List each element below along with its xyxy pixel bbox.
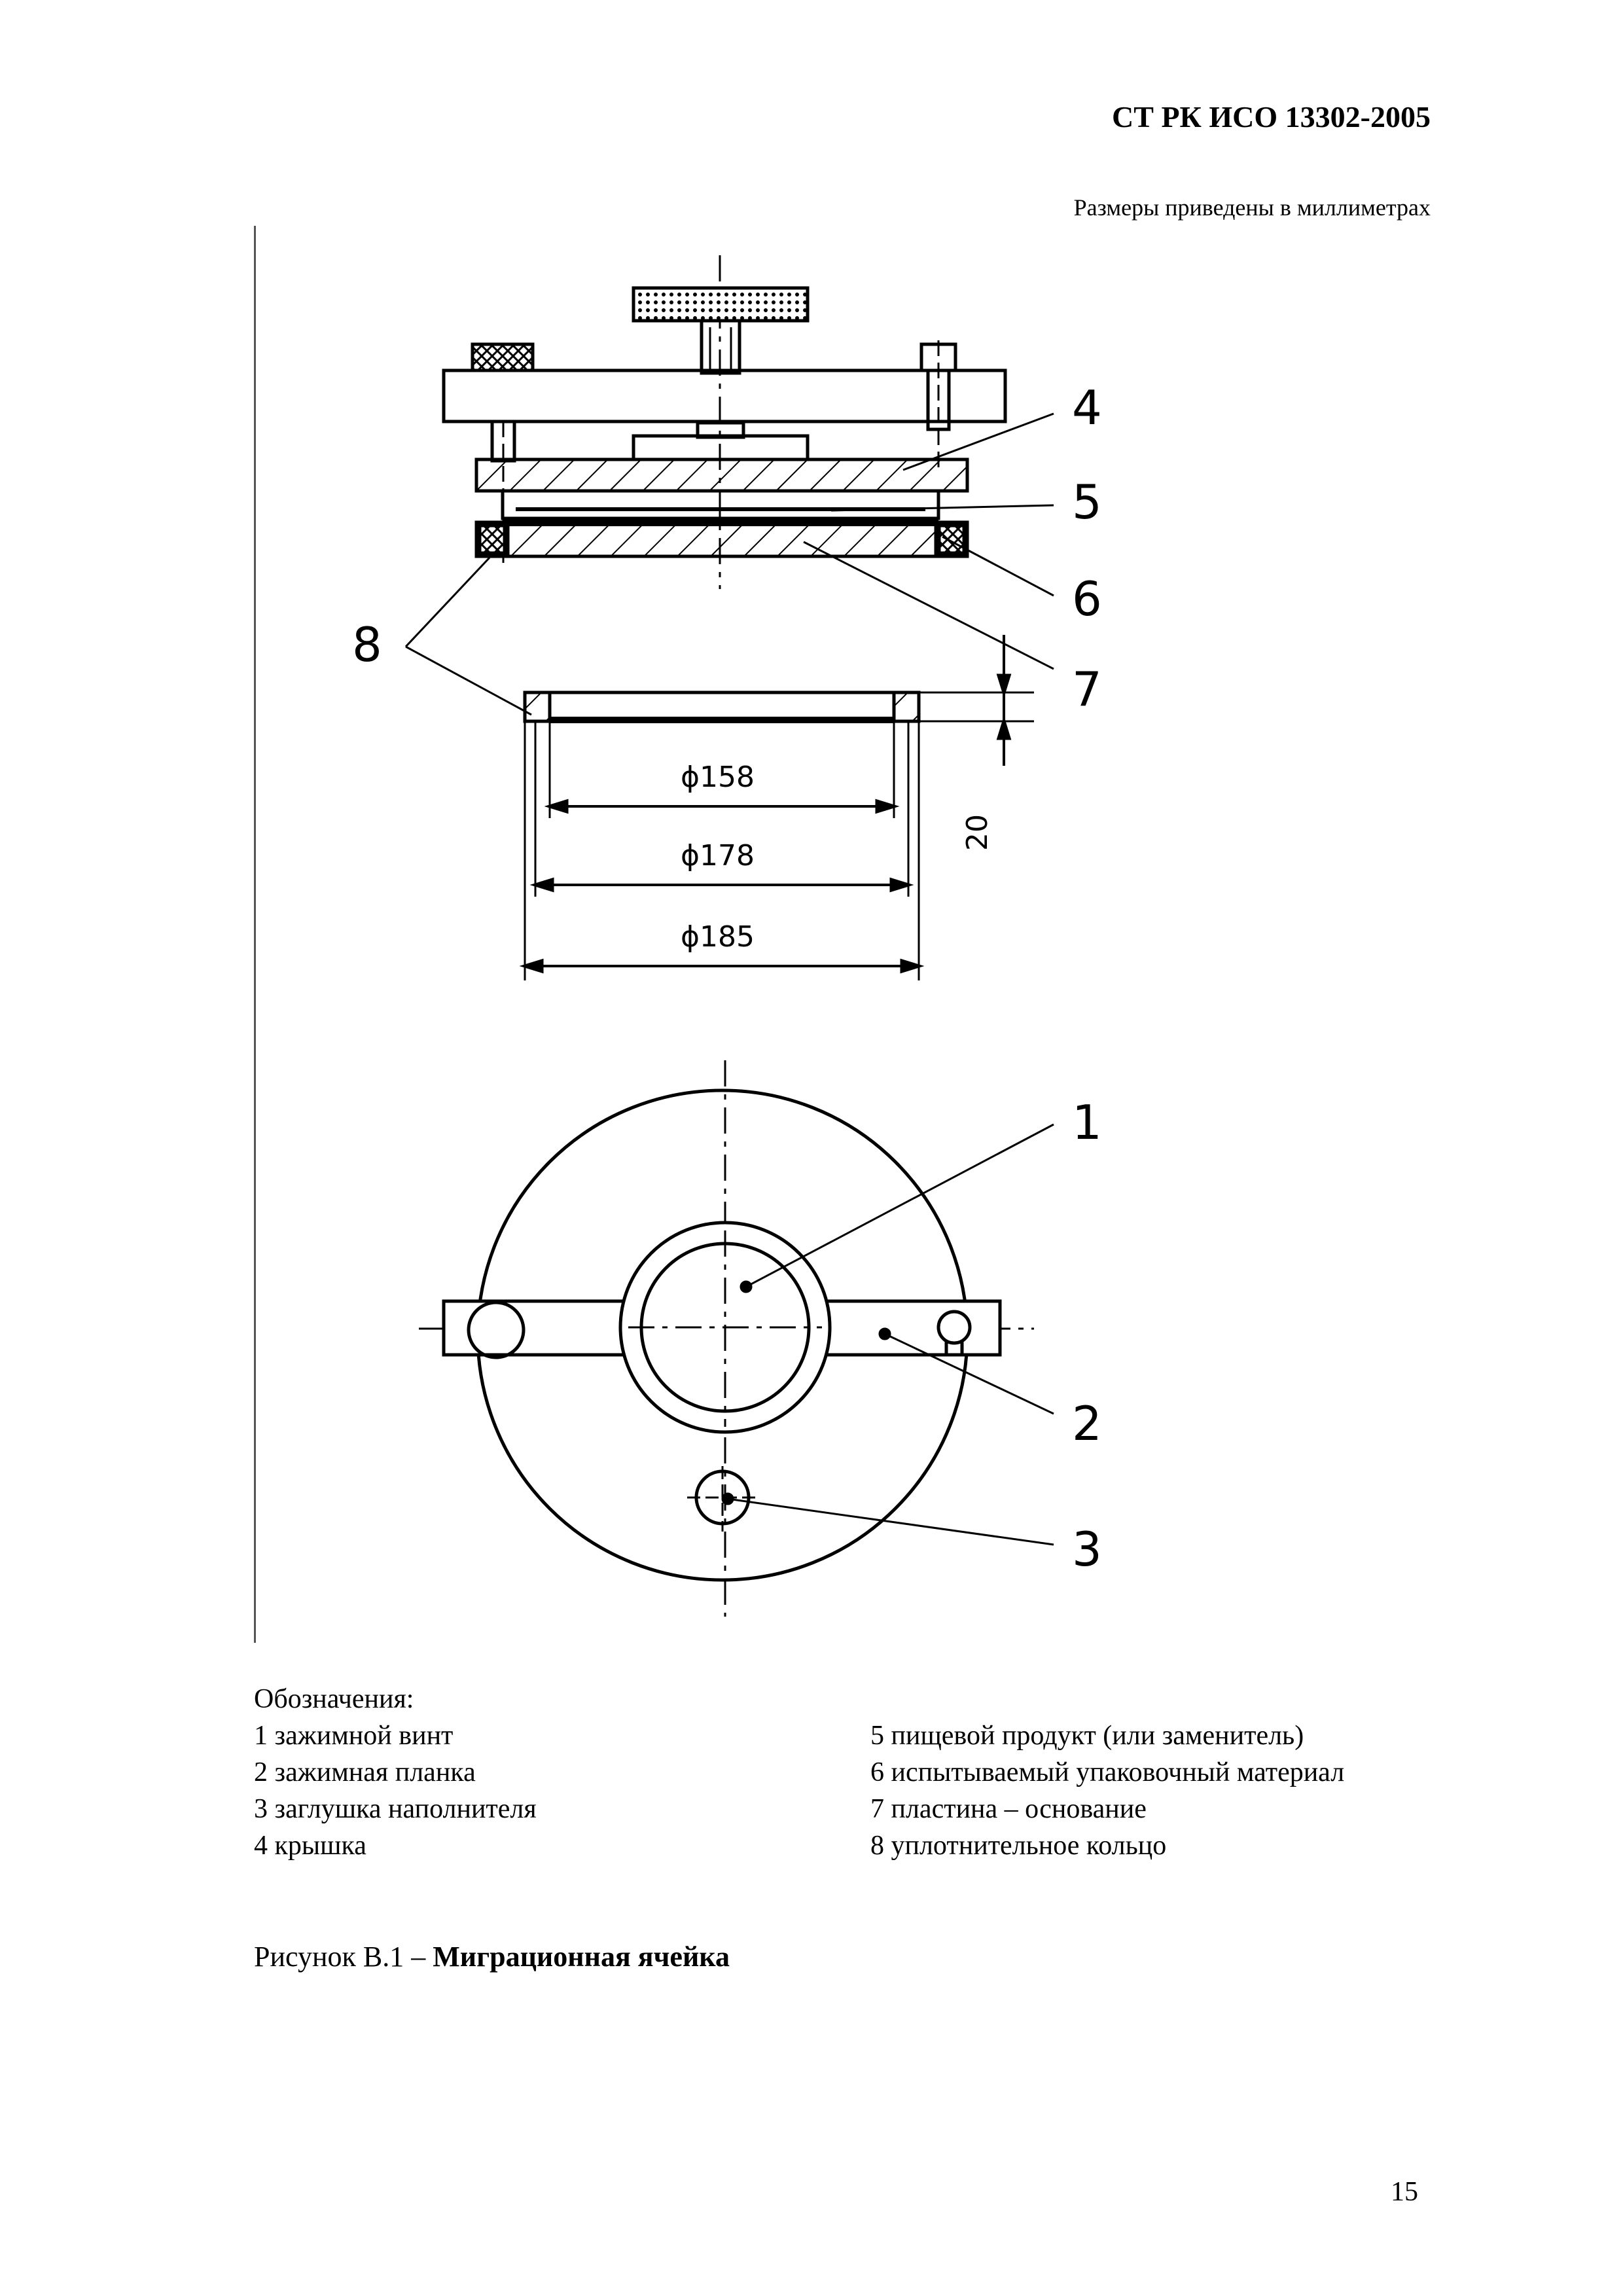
dim-20: 20 [961, 814, 994, 851]
lid [474, 457, 969, 493]
knurled-knob [632, 286, 810, 323]
units-note: Размеры приведены в миллиметрах [1073, 194, 1431, 221]
dimension-labels: ϕ158 ϕ178 ϕ185 20 [681, 761, 994, 954]
callouts: 4 5 6 7 8 1 2 3 [352, 380, 1102, 1577]
legend-item: 2 зажимная планка [254, 1757, 476, 1787]
dim-178: ϕ178 [681, 839, 755, 872]
left-nut [471, 342, 535, 372]
margin-rule [254, 226, 256, 1643]
base-plate [474, 520, 969, 558]
legend-item: 3 заглушка наполнителя [254, 1794, 537, 1824]
callout-6: 6 [1072, 571, 1102, 626]
caption-prefix: Рисунок В.1 – [254, 1941, 433, 1973]
legend-column-right: 5 пищевой продукт (или заменитель) 6 исп… [870, 1717, 1344, 1864]
figure-caption: Рисунок В.1 – Миграционная ячейка [254, 1940, 730, 1973]
document-code: СТ РК ИСО 13302-2005 [1112, 100, 1431, 134]
legend-item: 5 пищевой продукт (или заменитель) [870, 1721, 1304, 1751]
callout-1: 1 [1072, 1095, 1102, 1150]
legend-item: 4 крышка [254, 1831, 366, 1861]
callout-5: 5 [1072, 475, 1102, 529]
dim-185: ϕ185 [681, 920, 755, 954]
left-bolt-hole [467, 1300, 526, 1359]
side-view [404, 255, 1054, 980]
legend-title: Обозначения: [254, 1684, 414, 1714]
legend-item: 6 испытываемый упаковочный материал [870, 1757, 1345, 1787]
callout-4: 4 [1072, 380, 1102, 435]
legend-column-left: 1 зажимной винт 2 зажимная планка 3 загл… [254, 1717, 537, 1864]
legend-item: 1 зажимной винт [254, 1721, 454, 1751]
screw-shaft [700, 319, 741, 375]
plan-view [419, 1060, 1054, 1617]
callout-8: 8 [352, 617, 382, 672]
legend-item: 8 уплотнительное кольцо [870, 1831, 1167, 1861]
caption-title: Миграционная ячейка [433, 1941, 730, 1973]
callout-2: 2 [1072, 1396, 1102, 1451]
dim-158: ϕ158 [681, 761, 755, 794]
legend-item: 7 пластина – основание [870, 1794, 1147, 1824]
clamping-bar-side [442, 368, 1007, 423]
callout-3: 3 [1072, 1522, 1102, 1577]
right-slot [936, 1310, 972, 1345]
page-number: 15 [1391, 2177, 1418, 2207]
callout-7: 7 [1072, 662, 1102, 717]
